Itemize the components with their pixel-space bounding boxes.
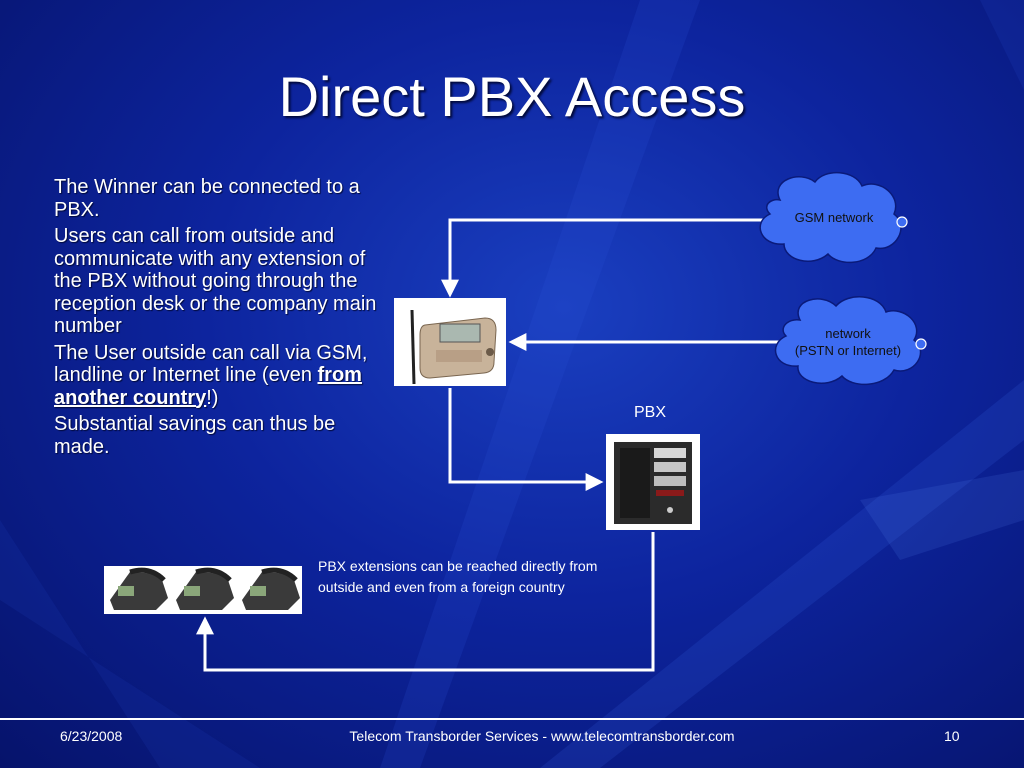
extensions-caption: PBX extensions can be reached directly f… xyxy=(318,558,598,595)
gsm-network-cloud xyxy=(759,171,908,264)
bullet-item: Substantial savings can thus be made. xyxy=(54,413,336,458)
winner-gsm-gateway-image xyxy=(394,298,506,386)
gsm-network-label: GSM network xyxy=(794,210,874,225)
gsm-connector xyxy=(441,218,770,298)
bullet-emphasis: from another country xyxy=(54,364,362,409)
desk-phone-icon xyxy=(176,567,234,610)
footer-title: Telecom Transborder Services - www.telec… xyxy=(349,728,735,744)
pstn-internet-cloud xyxy=(774,296,927,386)
footer-date: 6/23/2008 xyxy=(60,728,123,744)
desk-phone-icon xyxy=(110,567,168,610)
slide-number: 10 xyxy=(944,728,960,744)
bullet-text: The User outside can call via GSM, landl… xyxy=(54,341,368,387)
extension-phones-image xyxy=(104,566,302,614)
bullet-list: The Winner can be connected to a PBX. Us… xyxy=(54,176,384,462)
pbx-server-image xyxy=(606,434,700,530)
bullet-item: Users can call from outside and communic… xyxy=(54,225,377,337)
bullet-text: !) xyxy=(206,386,219,409)
slide-title: Direct PBX Access xyxy=(278,65,746,128)
footer-divider xyxy=(0,718,1024,720)
bullet-item: The User outside can call via GSM, landl… xyxy=(54,342,384,410)
bullet-item: The Winner can be connected to a PBX. xyxy=(54,176,360,221)
desk-phone-icon xyxy=(242,567,300,610)
pstn-internet-label: network (PSTN or Internet) xyxy=(780,325,916,359)
pbx-to-extensions-connector xyxy=(196,532,655,672)
network-label-line: (PSTN or Internet) xyxy=(794,343,902,358)
device-to-pbx-connector xyxy=(448,388,604,491)
network-label-line: network xyxy=(825,326,871,341)
pbx-label: PBX xyxy=(633,404,666,421)
